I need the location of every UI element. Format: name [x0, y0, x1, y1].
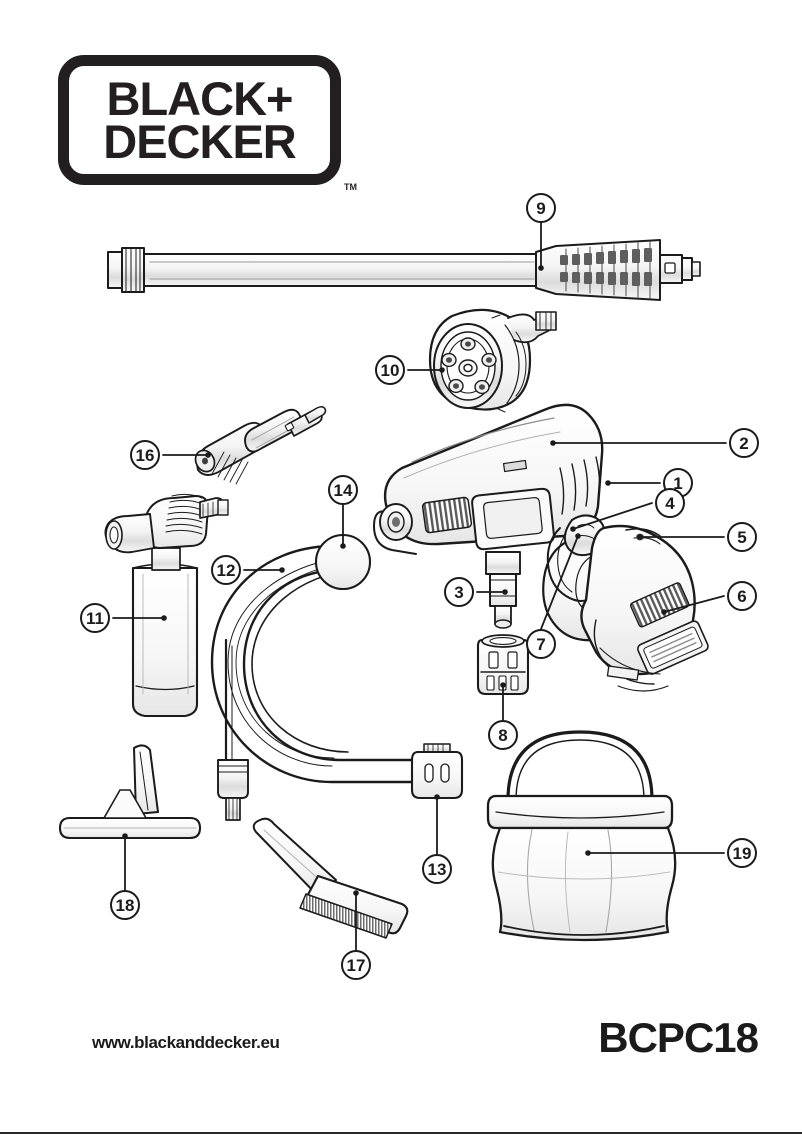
callout-4-trigger[interactable]: 4: [655, 488, 685, 518]
page-bottom-rule: [0, 1132, 802, 1134]
callout-13-hose-gun-coupler[interactable]: 13: [422, 854, 452, 884]
part-spray-gun: [373, 403, 709, 696]
trademark-symbol: TM: [344, 182, 357, 192]
part-cleaning-brush: [252, 817, 409, 939]
part-water-inlet: [485, 551, 521, 629]
leader-dot-hose: [279, 567, 285, 573]
callout-16-inline-filter-adapter[interactable]: 16: [130, 440, 160, 470]
leader-line-trigger-lock: [540, 535, 579, 630]
leader-dot-squeegee-head: [122, 833, 128, 839]
part-lance-wand: [107, 239, 701, 301]
callout-11-detergent-bottle[interactable]: 11: [80, 603, 110, 633]
part-rotary-nozzle-head: [428, 308, 557, 413]
part-hose: [210, 533, 464, 821]
callout-5-battery-release[interactable]: 5: [727, 522, 757, 552]
leader-dot-quick-connect-coupler: [500, 682, 506, 688]
callout-10-rotary-nozzle-head[interactable]: 10: [375, 355, 405, 385]
leader-dot-trigger: [570, 526, 576, 532]
callout-12-hose[interactable]: 12: [211, 555, 241, 585]
callout-9-lance-wand[interactable]: 9: [526, 193, 556, 223]
callout-17-cleaning-brush[interactable]: 17: [341, 950, 371, 980]
leader-dot-gun-body-top: [550, 440, 556, 446]
leader-line-battery-pack: [663, 595, 725, 613]
leader-dot-hose-hanger-ring: [340, 543, 346, 549]
brand-logo-text: BLACK+ DECKER: [69, 71, 330, 168]
callout-7-trigger-lock[interactable]: 7: [526, 629, 556, 659]
brand-logo: BLACK+ DECKER: [58, 55, 341, 185]
callout-2-gun-body-top[interactable]: 2: [729, 428, 759, 458]
leader-dot-trigger-lock: [575, 533, 581, 539]
leader-line-trigger: [572, 502, 653, 530]
callout-6-battery-pack[interactable]: 6: [727, 581, 757, 611]
brand-logo-line1: BLACK+: [106, 71, 294, 125]
leader-dot-cleaning-brush: [353, 890, 359, 896]
leader-dot-hose-gun-coupler: [434, 794, 440, 800]
part-trigger-lock: [546, 527, 595, 602]
leader-dot-collapsible-bucket: [585, 850, 591, 856]
part-battery-pack: [580, 524, 709, 692]
footer-model-number: BCPC18: [598, 1014, 759, 1061]
part-detergent-bottle: [104, 493, 229, 718]
part-inline-filter-adapter: [194, 405, 327, 485]
callout-18-squeegee-head[interactable]: 18: [110, 890, 140, 920]
leader-dot-inline-filter-adapter: [205, 452, 211, 458]
leader-dot-battery-pack: [661, 609, 667, 615]
callout-leader-lines: [112, 222, 727, 951]
callout-19-collapsible-bucket[interactable]: 19: [727, 838, 757, 868]
part-collapsible-bucket: [486, 730, 677, 942]
leader-dot-water-inlet: [502, 589, 508, 595]
part-squeegee-head: [58, 744, 202, 840]
leader-dot-rotary-nozzle-head: [439, 367, 445, 373]
leader-dot-lance-wand: [538, 265, 544, 271]
brand-logo-line2: DECKER: [103, 115, 296, 168]
callout-14-hose-hanger-ring[interactable]: 14: [328, 475, 358, 505]
callout-3-water-inlet[interactable]: 3: [444, 577, 474, 607]
leader-dot-detergent-bottle: [161, 615, 167, 621]
leader-dot-gun-body-rear: [605, 480, 611, 486]
callout-8-quick-connect-coupler[interactable]: 8: [488, 720, 518, 750]
part-hose-gun-coupler: [410, 743, 464, 800]
leader-dot-battery-release: [637, 534, 643, 540]
footer-website-url[interactable]: www.blackanddecker.eu: [92, 1033, 280, 1052]
part-quick-connect-coupler: [476, 634, 530, 696]
